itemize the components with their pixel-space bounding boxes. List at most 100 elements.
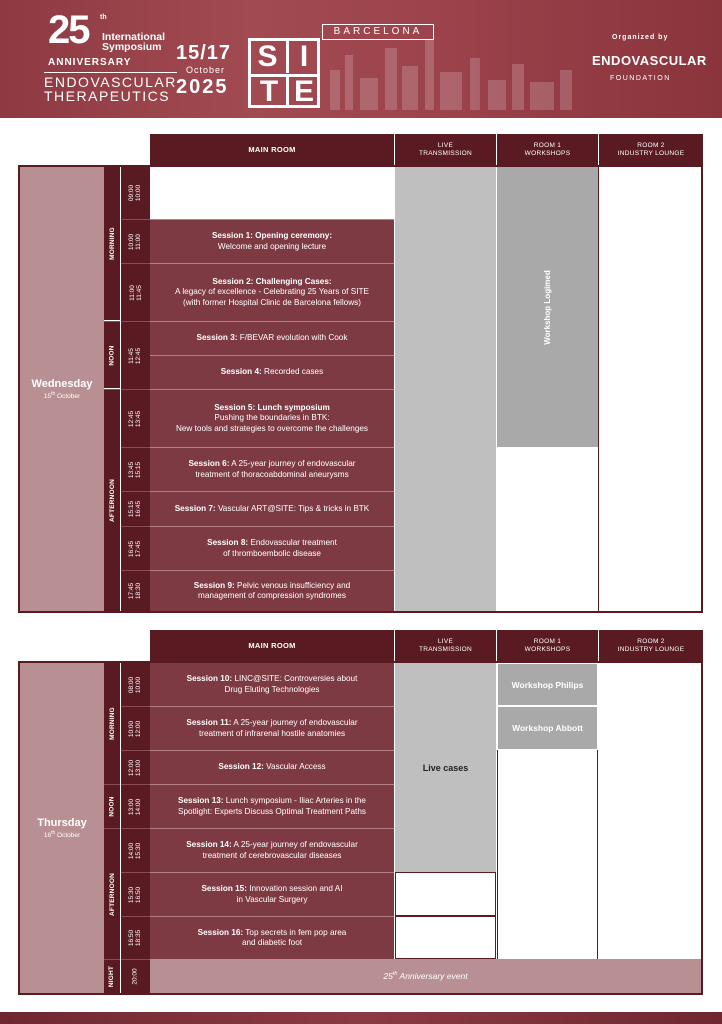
session-topic: LINC@SITE: Controversies about: [232, 674, 358, 683]
city-label: BARCELONA: [322, 24, 434, 40]
empty-cell: [395, 872, 496, 916]
session-6[interactable]: Session 6: A 25-year journey of endovasc…: [150, 447, 394, 491]
time-end: 16:45: [135, 500, 143, 518]
session-14[interactable]: Session 14: A 25-year journey of endovas…: [150, 828, 394, 872]
live-cases-block[interactable]: Live cases: [395, 663, 496, 872]
session-11[interactable]: Session 11: A 25-year journey of endovas…: [150, 706, 394, 750]
session-line: treatment of thoracoabdominal aneurysms: [195, 469, 349, 479]
event-month: October: [186, 65, 226, 75]
session-1[interactable]: Session 1: Opening ceremony: Welcome and…: [150, 219, 394, 263]
empty-cell: [395, 916, 496, 959]
live-transmission-column: [395, 167, 496, 611]
session-topic: F/BEVAR evolution with Cook: [237, 333, 348, 343]
session-topic: A 25-year journey of endovascular: [231, 840, 358, 849]
workshop-abbott[interactable]: Workshop Abbott: [497, 706, 598, 750]
session-title: Session 4:: [220, 367, 262, 377]
session-line: Drug Eluting Technologies: [224, 684, 320, 694]
session-4[interactable]: Session 4: Recorded cases: [150, 355, 394, 389]
session-title: Session 15:: [201, 884, 247, 893]
session-16[interactable]: Session 16: Top secrets in fem pop area …: [150, 916, 394, 959]
session-3[interactable]: Session 3: F/BEVAR evolution with Cook: [150, 321, 394, 355]
session-line: A legacy of excellence - Celebrating 25 …: [175, 287, 369, 297]
workshop-logimed[interactable]: Workshop Logimed: [497, 167, 598, 447]
session-7[interactable]: Session 7: Vascular ART@SITE: Tips & tri…: [150, 491, 394, 526]
session-10[interactable]: Session 10: LINC@SITE: Controversies abo…: [150, 663, 394, 706]
international-label: International: [102, 31, 166, 43]
session-15[interactable]: Session 15: Innovation session and AI in…: [150, 872, 394, 916]
header-line: ROOM 1: [533, 141, 562, 149]
workshop-label: Workshop Philips: [511, 679, 584, 690]
header-line: ROOM 2: [637, 637, 665, 645]
period-night: NIGHT: [104, 959, 120, 993]
event-suffix: th: [392, 971, 398, 978]
time-end: 16:50: [135, 886, 143, 903]
anniversary-number: 25: [48, 8, 90, 52]
session-9[interactable]: Session 9: Pelvic venous insufficiency a…: [150, 570, 394, 611]
session-line: treatment of cerebrovascular diseases: [202, 850, 342, 860]
footer-band: [0, 1012, 722, 1024]
session-line: treatment of infrarenal hostile anatomie…: [198, 728, 346, 738]
session-line: and diabetic foot: [241, 938, 303, 947]
time-end: 18:35: [135, 929, 143, 947]
site-letter-e: E: [286, 74, 319, 108]
session-line: New tools and strategies to overcome the…: [175, 423, 369, 433]
session-topic: A 25-year journey of endovascular: [229, 459, 356, 468]
time-end: 12:45: [135, 347, 143, 364]
session-title: Session 16:: [197, 927, 244, 937]
main-room-header: MAIN ROOM: [150, 630, 394, 661]
header-line: WORKSHOPS: [524, 149, 571, 157]
session-line: in Vascular Surgery: [236, 894, 308, 904]
wednesday-frame: [18, 165, 703, 613]
site-letter-t: T: [251, 74, 287, 108]
header-banner: 25 th International Symposium ANNIVERSAR…: [0, 0, 722, 118]
time-end: 18:30: [135, 582, 143, 600]
time-start: 20:00: [132, 968, 139, 985]
session-topic: Top secrets in fem pop area: [243, 927, 347, 937]
session-title: Session 1: Opening ceremony:: [211, 231, 333, 240]
anniversary-event-label: 25th Anniversary event: [383, 971, 467, 981]
live-cases-label: Live cases: [422, 762, 469, 773]
symposium-label: Symposium: [102, 41, 162, 53]
session-5[interactable]: Session 5: Lunch symposium Pushing the b…: [150, 389, 394, 447]
event-year: 2025: [176, 76, 229, 98]
session-title: Session 8:: [207, 538, 249, 547]
session-8[interactable]: Session 8: Endovascular treatment of thr…: [150, 526, 394, 570]
period-morning: MORNING: [104, 663, 120, 784]
header-line: TRANSMISSION: [418, 645, 473, 653]
workshop-label: Workshop Logimed: [543, 269, 552, 345]
site-logo: S I T E: [248, 38, 320, 108]
session-title: Session 6:: [188, 459, 230, 468]
session-12[interactable]: Session 12: Vascular Access: [150, 750, 394, 784]
session-line: Welcome and opening lecture: [217, 241, 327, 251]
date-suffix: th: [51, 829, 56, 836]
session-title: Session 11:: [186, 718, 232, 727]
session-title: Session 12:: [218, 762, 264, 772]
session-2[interactable]: Session 2: Challenging Cases: A legacy o…: [150, 263, 394, 321]
session-line: management of compression syndromes: [198, 591, 346, 600]
anniversary-event-bar[interactable]: 25th Anniversary event: [150, 959, 701, 993]
date-number: 16: [43, 832, 52, 840]
period-label: NOON: [108, 796, 116, 817]
workshop-philips[interactable]: Workshop Philips: [497, 663, 598, 706]
time-end: 15:15: [135, 461, 143, 478]
period-label: MORNING: [108, 707, 116, 740]
anniversary-label: ANNIVERSARY: [48, 57, 132, 68]
session-topic: Vascular ART@SITE: Tips & tricks in BTK: [215, 503, 370, 513]
session-topic: Vascular Access: [263, 762, 326, 772]
header-line: ROOM 1: [533, 637, 562, 645]
session-13[interactable]: Session 13: Lunch symposium - Iliac Arte…: [150, 784, 394, 828]
organizer-logo: ENDOVASCULAR: [592, 53, 707, 68]
period-label: NIGHT: [108, 965, 116, 988]
time-end: 12:00: [135, 720, 143, 737]
organizer-sub-label: FOUNDATION: [610, 75, 671, 82]
date-month: October: [57, 393, 81, 401]
session-title: Session 10:: [186, 674, 233, 683]
